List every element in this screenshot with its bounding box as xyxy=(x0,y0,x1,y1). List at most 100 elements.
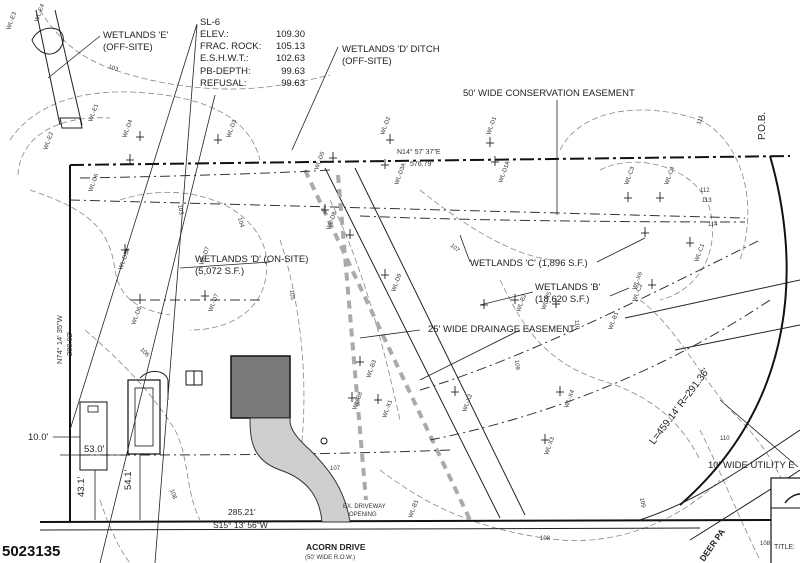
wetland-flag xyxy=(121,244,129,254)
wetlands-b-area-label: (18,620 S.F.) xyxy=(535,294,589,305)
west-distance-label: 289.92' xyxy=(65,331,74,356)
contour-label: 113 xyxy=(702,198,712,204)
flag-label: WL-E1 xyxy=(88,103,100,123)
wetland-flag xyxy=(346,229,354,239)
title-block: TITLE: xyxy=(770,477,800,563)
road xyxy=(39,429,800,541)
driveway-label: EX. DRIVEWAY xyxy=(343,504,386,510)
wetland-flag xyxy=(374,394,382,404)
contour-label: 107 xyxy=(449,243,461,254)
wetland-flag xyxy=(136,131,144,141)
boundary-curve xyxy=(679,155,788,506)
soil-log-value: 102.63 xyxy=(276,53,305,64)
wetland-flag xyxy=(686,237,694,247)
drainage-easement xyxy=(303,167,526,521)
contour-label: 110 xyxy=(720,436,730,442)
pob-label: P.O.B. xyxy=(757,112,768,140)
flag-label: WL-D9 xyxy=(391,272,403,292)
wetland-flag xyxy=(648,279,656,289)
utility-marker xyxy=(320,437,328,445)
soil-log-value: 99.63 xyxy=(281,66,305,77)
property-boundary xyxy=(39,155,791,523)
wetland-flag xyxy=(126,154,134,164)
drainage-easement-label: 25' WIDE DRAINAGE EASEMENT xyxy=(428,324,575,335)
wetland-flag xyxy=(356,356,364,366)
wetland-flag xyxy=(381,269,389,279)
contour-label: 103 xyxy=(107,64,119,73)
flag-label: WL-D7 xyxy=(208,292,220,312)
flag-label: WL-D6 xyxy=(131,305,143,325)
flag-label: WL-B8 xyxy=(352,391,364,411)
flag-label: WL-C3 xyxy=(624,165,636,185)
flag-label: WL-D5A xyxy=(118,247,131,270)
contour-label: 104 xyxy=(236,217,245,229)
wetland-flag xyxy=(641,227,649,237)
wetland-flag xyxy=(136,294,144,304)
wetland-flag xyxy=(329,152,337,162)
wetland-flag xyxy=(381,159,389,169)
wetland-flag xyxy=(214,134,222,144)
west-bearing-label: N74° 14' 35"W xyxy=(55,314,64,364)
flag-label: WL-D1 xyxy=(486,115,498,135)
conservation-easement-line xyxy=(69,199,746,219)
wetland-flags xyxy=(121,131,694,444)
wetlands-d-ditch-sub-label: (OFF-SITE) xyxy=(342,56,392,67)
wetland-flag xyxy=(486,137,494,147)
flag-label: WL-C1 xyxy=(694,242,706,262)
contour-label: 105 xyxy=(288,290,295,301)
contour-label: 111 xyxy=(696,114,705,125)
wetland-flag xyxy=(348,392,356,402)
wetland-flag xyxy=(201,290,209,300)
flag-label: WL-X2 xyxy=(462,393,474,413)
wetlands-d-onsite-label: WETLANDS 'D' (ON-SITE) xyxy=(195,254,308,265)
north-distance-label: 576.79' xyxy=(410,161,433,168)
flag-label: WL-D2 xyxy=(380,115,392,135)
contour-label: 114 xyxy=(708,222,718,228)
contour-label: 110 xyxy=(573,320,580,331)
flag-label: WL-C4 xyxy=(664,165,676,185)
wetland-flag xyxy=(321,204,329,214)
listing-number: 5023135 xyxy=(2,543,60,560)
flag-label: WL-X3 xyxy=(544,436,556,456)
conservation-easement-label: 50' WIDE CONSERVATION EASEMENT xyxy=(463,88,635,99)
contour-label: 109 xyxy=(638,497,646,509)
flag-label: WL-B1 xyxy=(408,499,420,519)
dimension-43-label: 43.1' xyxy=(76,477,87,497)
wetlands-e-label: WETLANDS 'E' xyxy=(103,30,169,41)
contour-lines xyxy=(9,9,791,563)
wetland-flag xyxy=(624,192,632,202)
driveway xyxy=(249,417,351,523)
dimension-53-label: 53.0' xyxy=(84,444,104,455)
road-row-label: (50' WIDE R.O.W.) xyxy=(305,555,355,561)
flag-label: WL-D3 xyxy=(226,118,238,138)
wetlands-b-label: WETLANDS 'B' xyxy=(535,282,601,293)
house-footprint xyxy=(230,355,291,419)
contour-label: 108 xyxy=(540,536,551,542)
south-distance-label: 285.21' xyxy=(228,507,256,517)
septic-field xyxy=(127,371,169,455)
callout-leaders xyxy=(47,23,799,563)
contour-label: 106 xyxy=(139,347,151,359)
contour-label: 109 xyxy=(513,360,520,371)
wetland-flag xyxy=(491,156,499,166)
dimension-lines xyxy=(53,436,141,520)
contour-label: 107 xyxy=(330,466,341,472)
flag-label: WL-D8 xyxy=(326,210,338,230)
flag-label: WL-D6 xyxy=(88,172,100,192)
soil-log-label: E.S.H.W.T.: xyxy=(200,53,249,64)
title-block-label: TITLE: xyxy=(774,544,795,551)
soil-log-label: PB-DEPTH: xyxy=(200,66,251,77)
flag-label: WL-D3A xyxy=(394,162,407,185)
flag-label: WL-D1A xyxy=(498,160,511,183)
soil-log-label: ELEV.: xyxy=(200,29,229,40)
soil-log-value: 99.63 xyxy=(281,78,305,89)
flag-label: WL-E3 xyxy=(6,11,18,31)
wetlands-e-sub-label: (OFF-SITE) xyxy=(103,42,153,53)
utility-easement-label: 10' WIDE UTILITY E xyxy=(708,460,795,471)
flag-label: WL-E2 xyxy=(43,131,55,151)
contour-label: 103 xyxy=(176,204,184,216)
soil-log-id: SL-6 xyxy=(200,17,220,28)
dimension-54-label: 54.1' xyxy=(123,470,134,490)
wetland-flag xyxy=(511,294,519,304)
